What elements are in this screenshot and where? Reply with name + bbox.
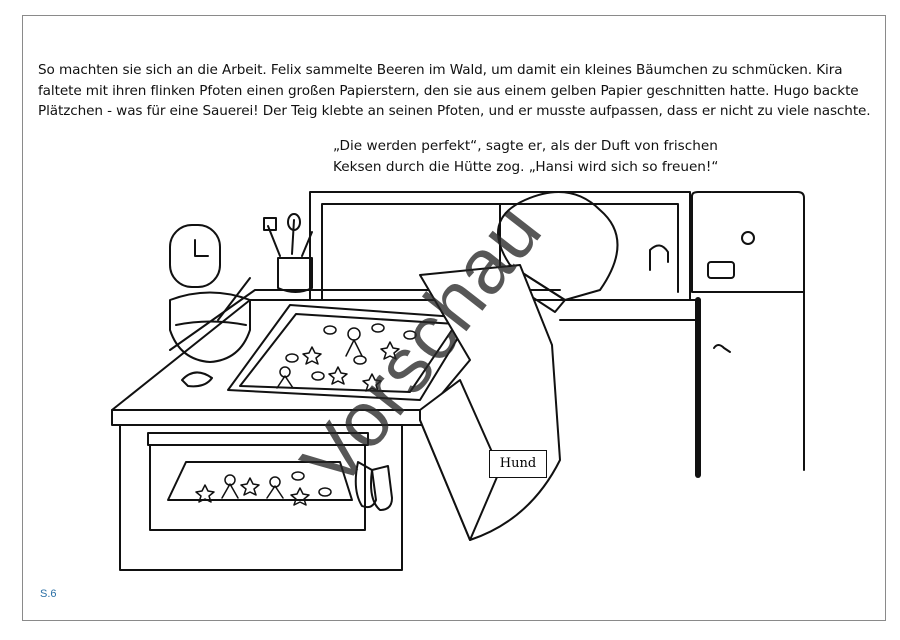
quote-line-1: „Die werden perfekt“, sagte er, als der …	[333, 138, 718, 154]
page-frame	[22, 15, 886, 621]
fridge	[691, 191, 805, 478]
story-paragraph: So machten sie sich an die Arbeit. Felix…	[38, 62, 871, 119]
cookies	[195, 323, 417, 506]
clock-icon	[169, 224, 221, 288]
faucet	[649, 244, 669, 271]
page-number: S.6	[40, 588, 57, 600]
quote-line-2: Keksen durch die Hütte zog. „Hansi wird …	[333, 158, 719, 175]
utensil-cup	[263, 213, 313, 293]
oven-mitts	[354, 461, 393, 511]
mixing-bowl	[169, 277, 251, 388]
character-label: Hund	[489, 450, 547, 478]
story-quote: „Die werden perfekt“, sagte er, als der …	[333, 136, 718, 177]
